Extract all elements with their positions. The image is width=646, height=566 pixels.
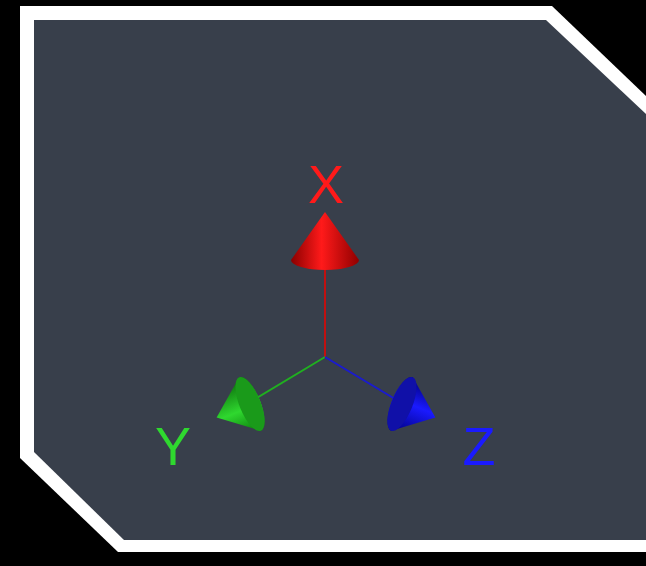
panel-border [20,6,646,552]
z-axis-label: Z [463,419,496,473]
x-axis-line [324,262,326,357]
panel-ground [34,20,646,540]
y-axis-label: Y [155,419,191,473]
y-axis-line [250,357,325,402]
x-cone [291,212,359,270]
y-cone [206,373,271,444]
z-cone [381,373,446,444]
z-axis-line [325,357,400,402]
x-axis-label: X [308,157,344,211]
